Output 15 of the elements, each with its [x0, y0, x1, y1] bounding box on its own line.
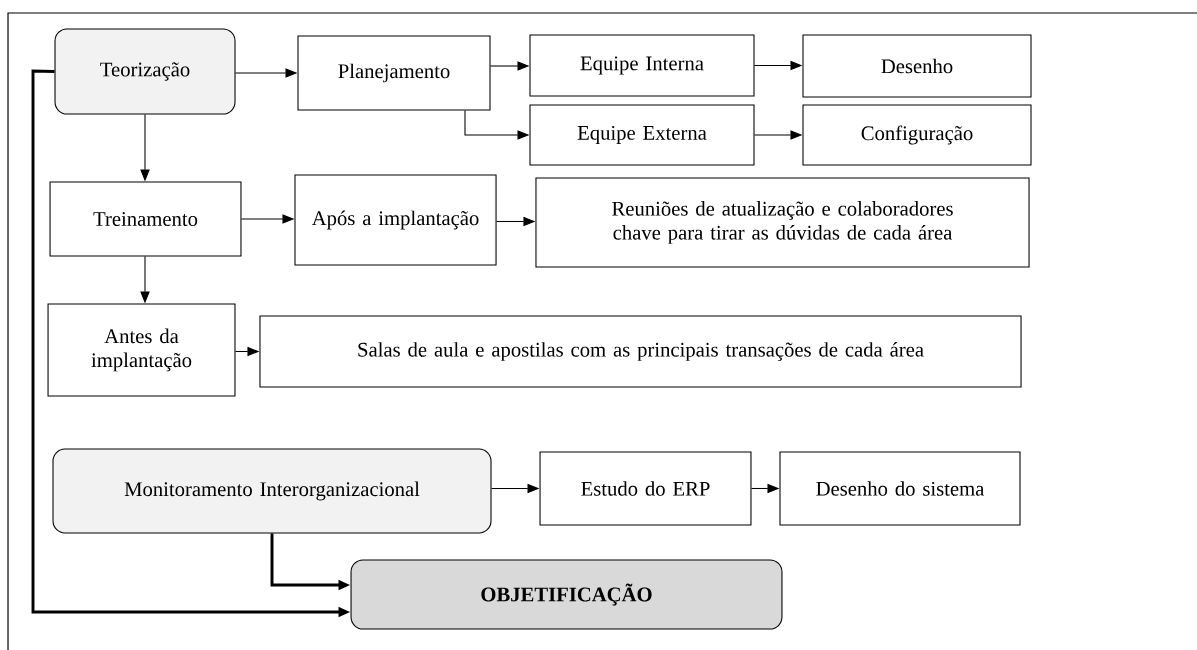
process-box: Planejamento — [297, 35, 491, 111]
process-box: Reuniões de atualização e colaboradores chave para tirar as dúvidas de cada área — [535, 177, 1030, 268]
process-box: Antes da implantação — [47, 303, 236, 397]
process-box: Equipe Externa — [529, 104, 755, 166]
process-box: Configuração — [802, 104, 1032, 166]
process-box: Após a implantação — [294, 174, 497, 266]
rounded-box: OBJETIFICAÇÃO — [350, 559, 783, 630]
process-box: Desenho — [802, 34, 1032, 98]
process-box: Treinamento — [49, 181, 242, 257]
process-box: Equipe Interna — [529, 34, 755, 97]
process-box: Desenho do sistema — [779, 451, 1021, 526]
process-box: Estudo do ERP — [539, 451, 752, 526]
rounded-box: Monitoramento Interorganizacional — [52, 448, 492, 534]
process-box: Salas de aula e apostilas com as principais transações de cada área — [259, 315, 1022, 388]
rounded-box: Teorização — [54, 28, 236, 115]
